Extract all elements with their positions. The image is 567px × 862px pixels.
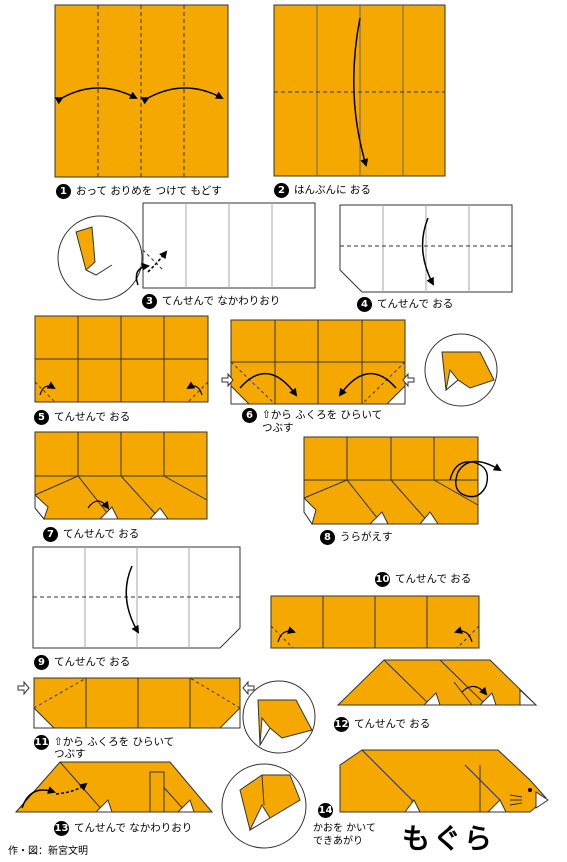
step-4-caption: 4 てんせんで おる [357,297,453,312]
step-11-text: ⇧から ふくろを ひらいて [54,736,175,748]
step-1-caption: 1 おって おりめを つけて もどす [56,184,222,199]
step-11-text-line2: つぶす [54,748,86,760]
step-7-figure [34,431,208,521]
step-2-number: 2 [274,183,289,198]
step-7-number: 7 [43,527,58,542]
step-6-number: 6 [242,408,257,423]
step-9-number: 9 [34,655,49,670]
step-7-text: てんせんで おる [63,528,140,540]
step-6-caption: 6 ⇧から ふくろを ひらいて [242,408,382,423]
step-8-number: 8 [320,530,335,545]
step-1-text: おって おりめを つけて もどす [76,185,222,197]
step-12-number: 12 [334,717,349,732]
step-13-caption: 13 てんせんで なかわりおり [54,821,192,836]
step-14-figure [339,749,549,813]
step-6-figure [221,319,498,407]
step-8-figure [303,436,502,526]
step-5-number: 5 [34,410,49,425]
step-13-number: 13 [54,821,69,836]
step-9-figure [32,546,241,649]
step-2-figure [273,4,446,177]
step-3-caption: 3 てんせんで なかわりおり [142,294,280,309]
page-title: もぐら [402,822,496,855]
step-10-caption: 10 てんせんで おる [375,572,471,587]
step-13-text: てんせんで なかわりおり [74,822,193,834]
step-11-figure [17,677,316,754]
step-9-text: てんせんで おる [54,656,131,668]
step-6-text-line2: つぶす [262,422,294,434]
step-8-text: うらがえす [340,531,393,543]
step-5-caption: 5 てんせんで おる [34,410,130,425]
step-9-caption: 9 てんせんで おる [34,655,130,670]
step-3-number: 3 [142,294,157,309]
step-5-text: てんせんで おる [54,411,131,423]
step-4-text: てんせんで おる [377,298,454,310]
step-3-text: てんせんで なかわりおり [162,295,281,307]
step-14-text: かおを かいて できあがり [313,822,376,848]
step-6-text: ⇧から ふくろを ひらいて [262,409,383,421]
step-10-figure [270,595,480,649]
step-4-number: 4 [357,297,372,312]
step-14-text-line1: かおを かいて [313,823,376,834]
step-14-caption: 14 [318,803,333,818]
step-14-number: 14 [318,803,333,818]
step-1-figure [54,4,229,178]
step-4-figure [339,204,513,293]
step-14-text-line2: できあがり [313,836,363,847]
step-12-caption: 12 てんせんで おる [334,717,430,732]
step-8-caption: 8 うらがえす [320,530,393,545]
step-12-figure [336,659,538,706]
step-11-number: 11 [34,735,49,750]
step-1-number: 1 [56,184,71,199]
step-3-figure [57,202,316,301]
step-10-text: てんせんで おる [395,573,472,585]
step-13-figure [14,761,307,849]
step-2-caption: 2 はんぶんに おる [274,183,371,198]
step-12-text: てんせんで おる [354,718,431,730]
step-7-caption: 7 てんせんで おる [43,527,139,542]
credit-text: 作・図：新宮文明 [8,846,88,857]
step-11-caption: 11 ⇧から ふくろを ひらいて [34,735,174,750]
step-10-number: 10 [375,572,390,587]
step-2-text: はんぶんに おる [294,184,371,196]
step-5-figure [34,315,209,403]
